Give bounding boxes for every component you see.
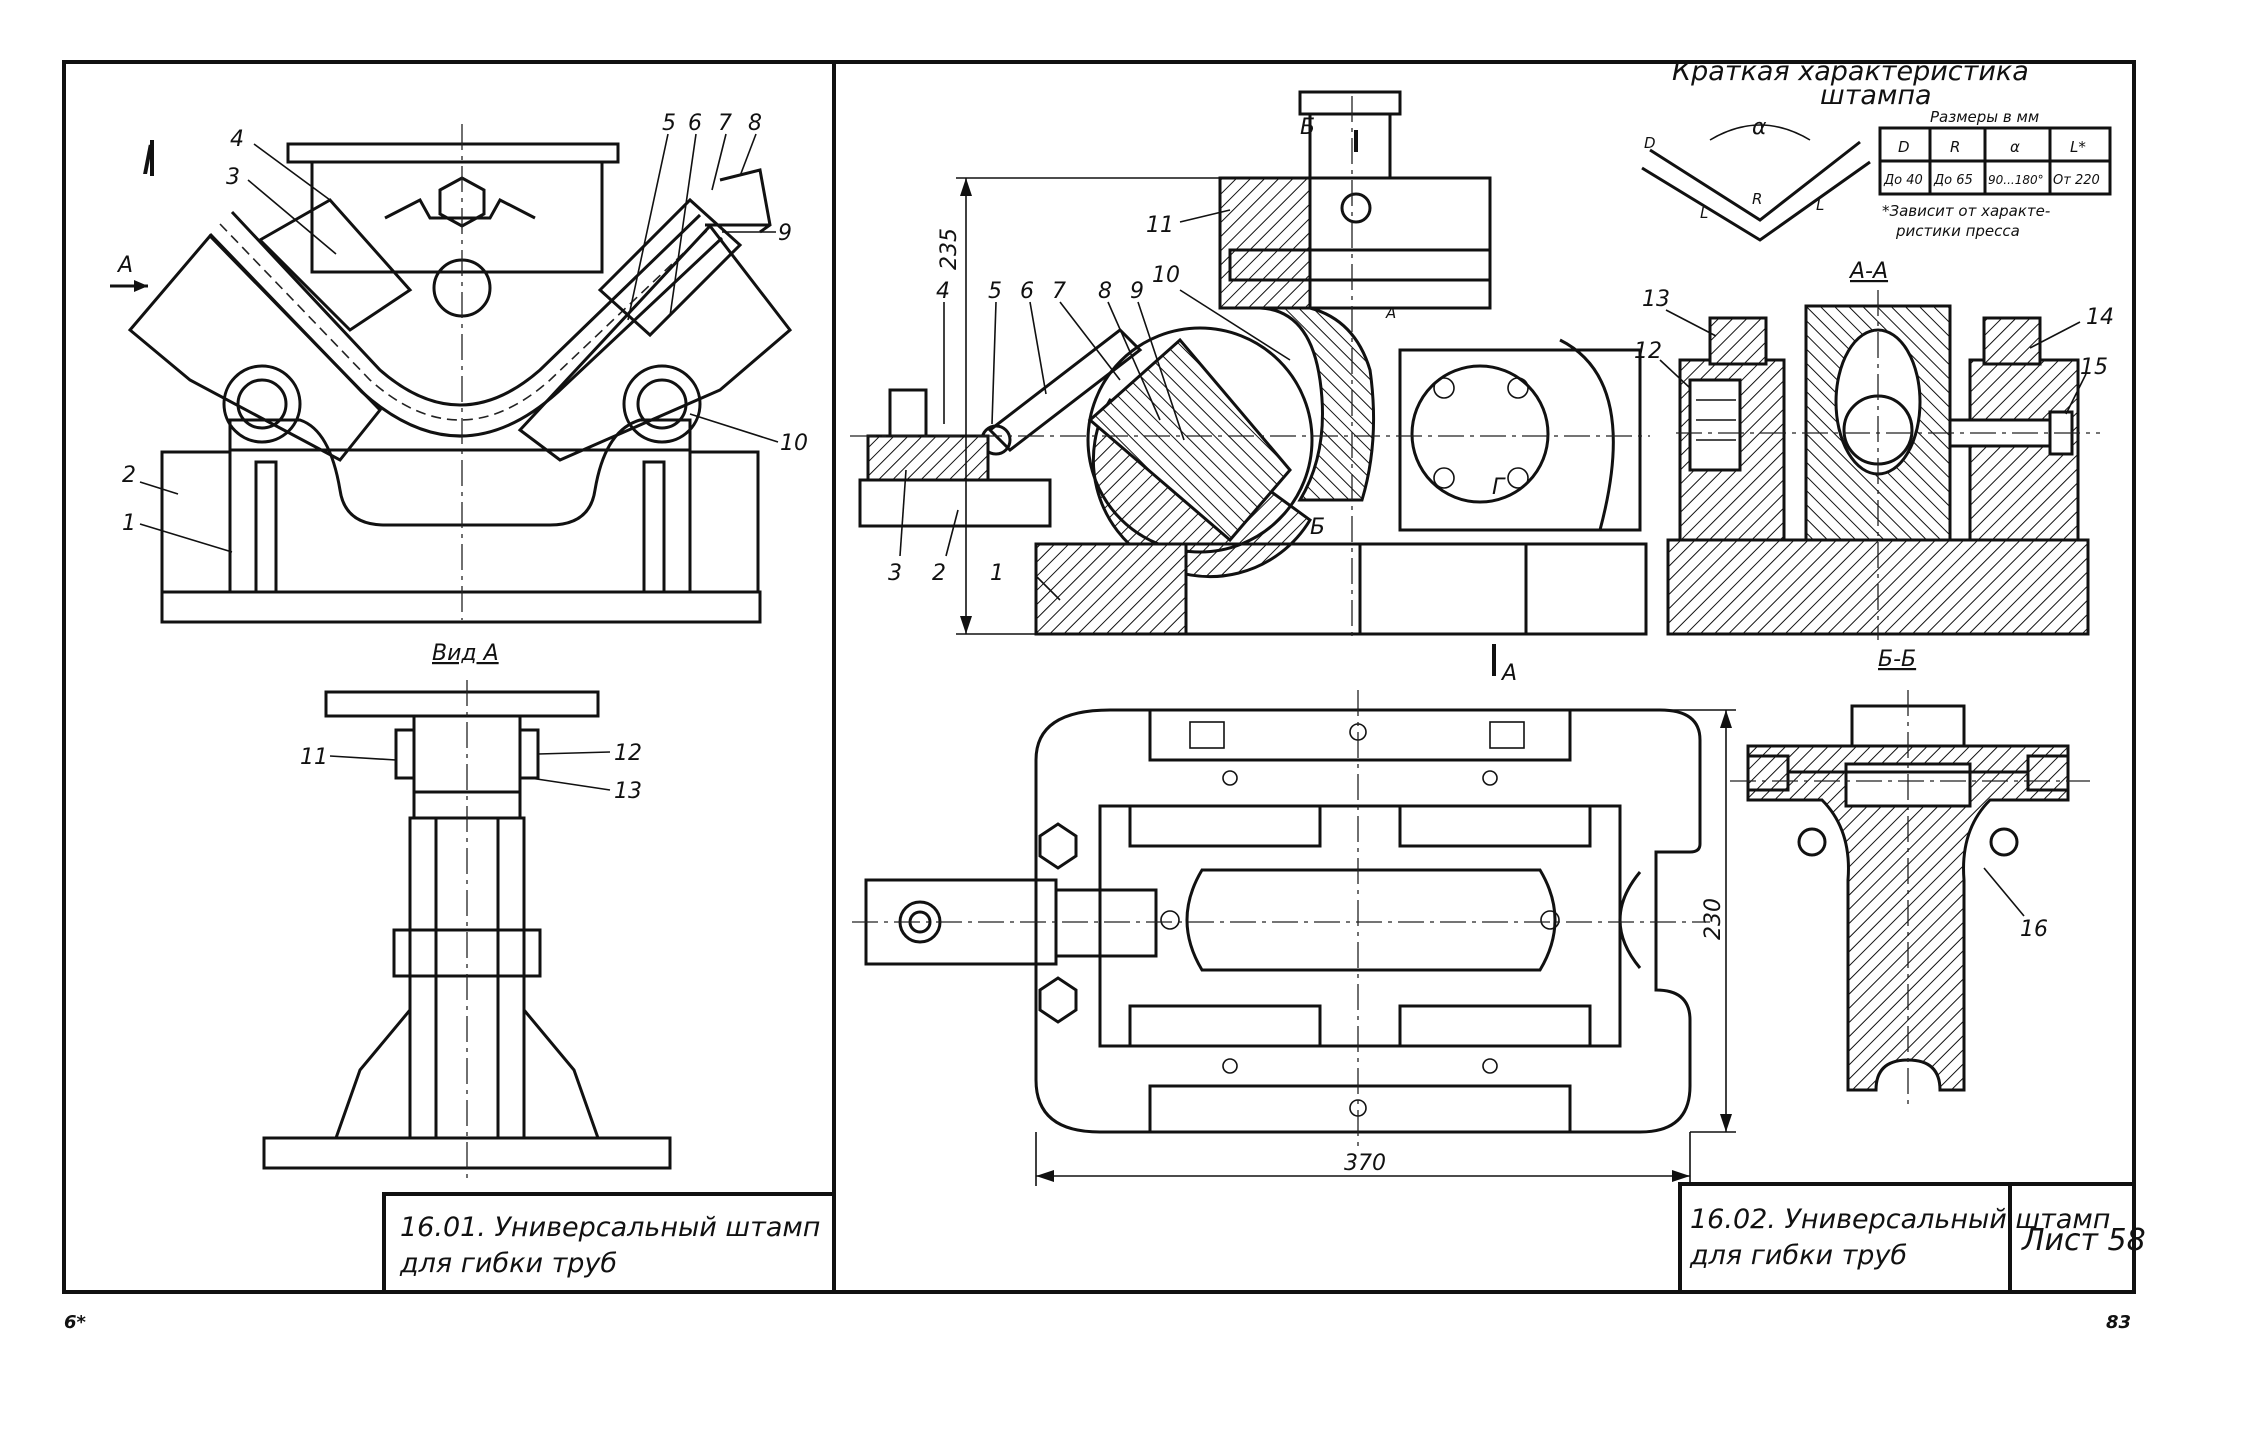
view-a-callout-13: 13 [614, 779, 642, 804]
page-numbers: 6* 83 [64, 1312, 2131, 1333]
section-b-b: Б-Б 16 [1730, 647, 2090, 1110]
cut-b-label-top: Б [1300, 115, 1315, 140]
callout-16-02-4: 4 [936, 279, 950, 304]
view-a-callout-11: 11 [300, 745, 328, 770]
sketch-radius: R [1752, 190, 1762, 208]
callout-2: 2 [122, 463, 136, 488]
callout-9: 9 [778, 221, 792, 246]
table-header-d: D [1898, 138, 1910, 156]
table-header-l: L* [2070, 138, 2086, 156]
callout-12-section: 12 [1634, 339, 1662, 364]
callout-14-section: 14 [2086, 305, 2114, 330]
callout-15-section: 15 [2080, 355, 2108, 380]
sheet-frames [62, 60, 2136, 1294]
callout-7: 7 [718, 111, 732, 136]
table-header-r: R [1950, 138, 1960, 156]
drawing-16-01-title: 16.01. Универсальный штамп для гибки тру… [399, 1212, 820, 1279]
table-value-r: До 65 [1933, 173, 1973, 188]
table-value-d: До 40 [1883, 173, 1923, 188]
view-arrow-a-label: А [116, 253, 133, 278]
footnote-line1: *Зависит от характе- [1882, 202, 2050, 220]
drawing-16-01-front-view: А [110, 124, 793, 624]
sheet-label: Лист 58 [2021, 1223, 2146, 1258]
callout-16-02-3: 3 [888, 561, 902, 586]
callout-16-02-5: 5 [988, 279, 1002, 304]
callout-10: 10 [780, 431, 808, 456]
callout-16-02-1: 1 [990, 561, 1004, 586]
page-right-number: 83 [2106, 1312, 2131, 1333]
callout-13-section: 13 [1642, 287, 1670, 312]
table-header-alpha: α [2010, 138, 2020, 156]
callout-16-02-6: 6 [1020, 279, 1034, 304]
title-16-01-line1: 16.01. Универсальный штамп [400, 1212, 820, 1243]
plan-view-arrow-a-label: А [1500, 661, 1517, 686]
callout-3: 3 [226, 165, 240, 190]
view-a-label: Вид А [432, 641, 499, 666]
callout-4: 4 [230, 127, 244, 152]
table-value-l: От 220 [2053, 173, 2100, 188]
dimension-235: 235 [937, 228, 962, 270]
drawing-16-02-callouts: 1 2 3 4 5 6 7 8 9 10 11 [888, 209, 1291, 601]
callout-16-02-7: 7 [1052, 279, 1066, 304]
callout-6: 6 [688, 111, 702, 136]
section-bb-label: Б-Б [1878, 647, 1916, 672]
drawing-16-01-view-a: Вид А 11 12 13 [262, 641, 672, 1180]
drawing-16-01-callouts: 1 2 3 4 5 6 7 8 9 10 I [122, 111, 808, 553]
dimension-370: 370 [1344, 1151, 1386, 1176]
section-a-a: А-А 13 12 14 15 [1634, 259, 2114, 640]
sketch-diameter: D [1644, 134, 1656, 152]
callout-16-02-9: 9 [1130, 279, 1144, 304]
section-mark-i: I [142, 138, 154, 184]
cut-g-label: Г [1492, 475, 1506, 500]
callout-1: 1 [122, 511, 136, 536]
view-a-callout-12: 12 [614, 741, 642, 766]
callout-5: 5 [662, 111, 676, 136]
drawing-16-02-title: 16.02. Универсальный штамп для гибки тру… [1689, 1204, 2146, 1271]
cut-b-label-bottom: Б [1310, 515, 1325, 540]
section-aa-label: А-А [1848, 259, 1888, 284]
footnote-line2: ристики пресса [1895, 222, 2020, 240]
sketch-alpha: α [1752, 115, 1767, 140]
cut-a-label-top: А [1385, 304, 1396, 322]
units-note: Размеры в мм [1930, 108, 2039, 126]
title-16-01-line2: для гибки труб [399, 1248, 617, 1279]
callout-16-02-11: 11 [1146, 213, 1174, 238]
title-16-02-line2: для гибки труб [1689, 1240, 1907, 1271]
callout-16-02-2: 2 [932, 561, 946, 586]
sketch-length-left: L [1700, 204, 1708, 222]
page-left-number: 6* [64, 1312, 87, 1333]
sketch-length-right: L [1816, 196, 1824, 214]
drawing-16-02-plan-view: А 370 [852, 644, 1736, 1186]
callout-16-02-10: 10 [1152, 263, 1180, 288]
callout-16-02-8: 8 [1098, 279, 1112, 304]
callout-16-section: 16 [2020, 917, 2048, 942]
callout-8: 8 [748, 111, 762, 136]
characteristics-title-line2: штампа [1820, 80, 1932, 111]
characteristics-block: Краткая характеристика штампа Размеры в … [1641, 56, 2112, 242]
title-16-02-line1: 16.02. Универсальный штамп [1690, 1204, 2110, 1235]
characteristics-title-line1: Краткая характеристика [1672, 56, 2029, 87]
dimension-230: 230 [1701, 898, 1726, 940]
drawing-16-02-front-view: 235 Б Б А Г [850, 90, 1650, 640]
table-value-alpha: 90...180° [1988, 173, 2044, 187]
